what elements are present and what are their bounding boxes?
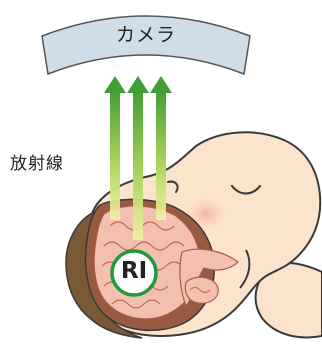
camera-label: カメラ bbox=[96, 20, 196, 47]
radiation-label: 放射線 bbox=[10, 149, 64, 174]
radiation-arrows bbox=[104, 76, 172, 240]
ri-label: RI bbox=[111, 258, 157, 284]
